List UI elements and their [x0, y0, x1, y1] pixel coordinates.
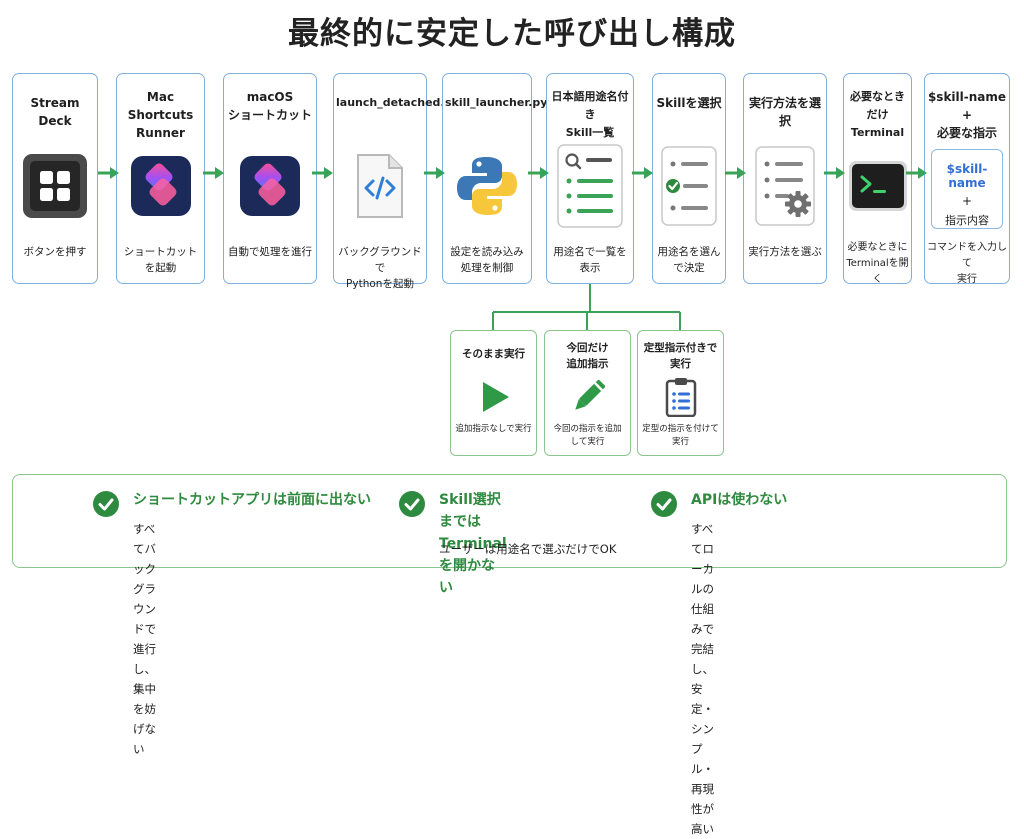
- option-head: そのまま実行: [462, 348, 525, 360]
- step-desc: ショートカットを起動: [123, 246, 198, 274]
- plus-sign: +: [961, 194, 973, 208]
- command-text: $skill-name: [946, 162, 988, 190]
- arrow-right-icon: [203, 167, 224, 179]
- point-body: すべてバックグラウンドで進行し、 集中を妨げない: [133, 522, 156, 756]
- step-command: $skill-name + 必要な指示 $skill-name + 指示内容 コ…: [924, 73, 1010, 285]
- step-desc: 用途名で一覧を表示: [553, 246, 627, 274]
- step-head: $skill-name + 必要な指示: [927, 90, 1007, 140]
- summary-panel: ショートカットアプリは前面に出ない すべてバックグラウンドで進行し、 集中を妨げ…: [12, 474, 1007, 836]
- arrow-right-icon: [312, 167, 333, 179]
- step-head: Skillを選択: [656, 96, 722, 110]
- option-head: 今回だけ 追加指示: [566, 342, 609, 370]
- arrow-right-icon: [906, 167, 927, 179]
- branch-connector: [492, 284, 681, 330]
- clipboard-icon: [661, 377, 701, 417]
- pencil-icon: [568, 377, 608, 417]
- settings-list-icon: [749, 146, 821, 226]
- point-body: ユーザーは用途名で選ぶだけでOK: [439, 542, 617, 556]
- step-head: 必要なときだけ Terminal: [850, 90, 905, 139]
- option-run-as-is: そのまま実行 追加指示なしで実行: [450, 330, 537, 456]
- step-desc: 実行方法を選ぶ: [748, 246, 822, 258]
- step-terminal: 必要なときだけ Terminal 必要なときに Terminalを開く: [842, 73, 914, 285]
- step-head: macOS ショートカット: [227, 90, 312, 122]
- step-desc: 必要なときに Terminalを開く: [846, 242, 909, 285]
- point-head: APIは使わない: [691, 492, 788, 508]
- step-desc: 自動で処理を進行: [228, 246, 312, 258]
- play-icon: [474, 377, 514, 417]
- search-list-icon: [554, 144, 626, 228]
- arrow-right-icon: [424, 167, 445, 179]
- code-file-icon: [344, 146, 416, 226]
- step-mac-shortcuts-runner: Mac Shortcuts Runner ショートカットを起動: [116, 73, 205, 284]
- arrow-right-icon: [725, 167, 746, 179]
- step-stream-deck: Stream Deck ボタンを押す: [12, 73, 98, 284]
- arrow-right-icon: [632, 167, 653, 179]
- step-head: Stream Deck: [30, 96, 80, 128]
- point-head: Skill選択までは Terminalを開かない: [439, 492, 507, 596]
- command-card-icon: $skill-name + 指示内容: [931, 149, 1003, 229]
- arrow-right-icon: [528, 167, 549, 179]
- step-skill-list: 日本語用途名付き Skill一覧 用途名で一覧を表示: [546, 73, 634, 284]
- shortcuts-icon: [234, 146, 306, 226]
- step-desc: バックグラウンドで Pythonを起動: [338, 246, 422, 290]
- check-circle-icon: [651, 491, 677, 517]
- step-macos-shortcuts: macOS ショートカット 自動で処理を進行: [223, 73, 317, 284]
- step-head: 実行方法を選択: [748, 96, 821, 128]
- step-head: Mac Shortcuts Runner: [127, 90, 194, 140]
- instruction-text: 指示内容: [945, 214, 989, 227]
- step-desc: 用途名を選んで決定: [657, 246, 721, 274]
- step-skill-launcher: skill_launcher.py 設定を読み込み 処理を制御: [442, 73, 548, 284]
- point-body: すべてローカルの仕組みで完結し、 安定・シンプル・再現性が高い: [691, 522, 714, 836]
- option-head: 定型指示付きで 実行: [643, 342, 718, 370]
- checklist-icon: [653, 146, 725, 226]
- option-desc: 定型の指示を付けて 実行: [642, 424, 719, 447]
- step-desc: ボタンを押す: [23, 246, 87, 258]
- check-circle-icon: [93, 491, 119, 517]
- python-icon: [451, 146, 523, 226]
- option-desc: 今回の指示を追加 して実行: [553, 424, 622, 447]
- option-desc: 追加指示なしで実行: [455, 424, 532, 434]
- shortcuts-icon: [125, 146, 197, 226]
- step-desc: コマンドを入力して 実行: [927, 242, 1007, 285]
- option-extra-instruction: 今回だけ 追加指示 今回の指示を追加 して実行: [544, 330, 631, 456]
- step-select-skill: Skillを選択 用途名を選んで決定: [652, 73, 726, 284]
- stream-deck-icon: [19, 146, 91, 226]
- arrow-right-icon: [98, 167, 119, 179]
- terminal-icon: [842, 146, 914, 226]
- option-template-instruction: 定型指示付きで 実行 定型の指示を付けて 実行: [637, 330, 724, 456]
- step-head: skill_launcher.py: [445, 96, 548, 109]
- check-circle-icon: [399, 491, 425, 517]
- step-head: 日本語用途名付き Skill一覧: [551, 90, 629, 139]
- step-desc: 設定を読み込み 処理を制御: [450, 246, 524, 274]
- page-title: 最終的に安定した呼び出し構成: [288, 16, 736, 52]
- step-select-method: 実行方法を選択 実行方法を選ぶ: [743, 73, 827, 284]
- arrow-right-icon: [824, 167, 845, 179]
- point-head: ショートカットアプリは前面に出ない: [133, 492, 371, 508]
